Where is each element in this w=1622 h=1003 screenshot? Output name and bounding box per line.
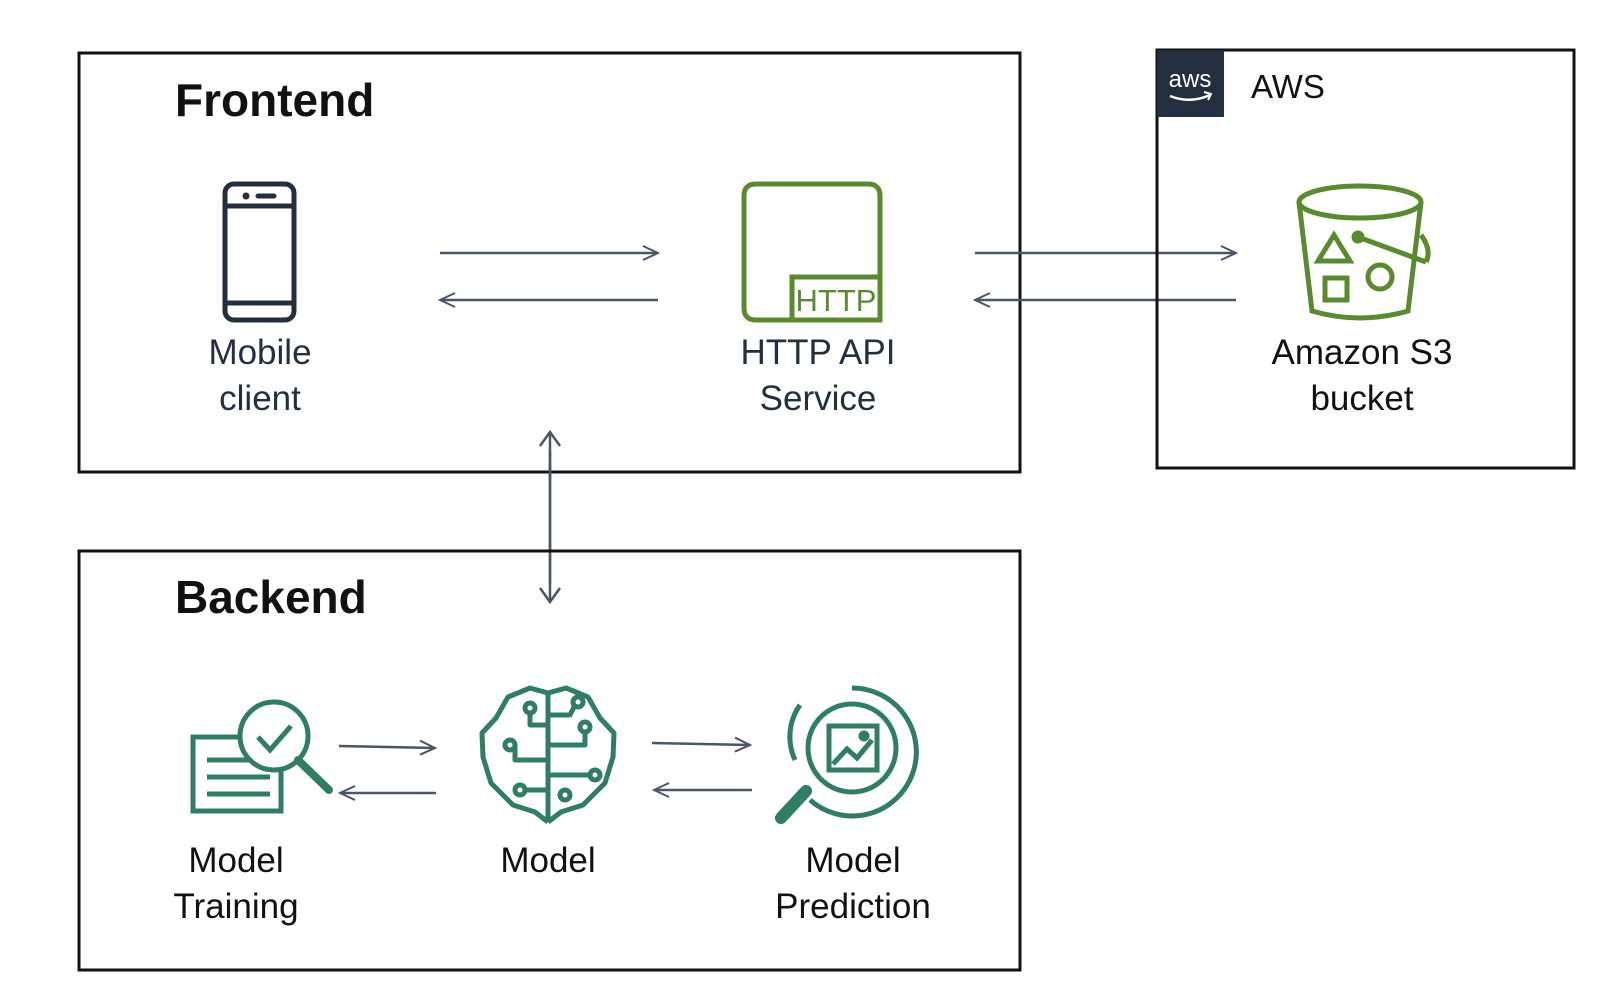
frontend-group: Frontend Mobile client HTTP HTTP API: [77, 51, 1022, 474]
image-search-icon: [775, 685, 919, 824]
brain-circuit-icon: [479, 685, 617, 824]
backend-box: [77, 549, 1022, 972]
frontend-title: Frontend: [175, 74, 374, 126]
aws-group: aws AWS Amazon S3 bucket: [1155, 48, 1576, 470]
aws-smile-icon: [1169, 93, 1211, 101]
mobile-client: Mobile client: [208, 181, 312, 418]
http-badge-text: HTTP: [796, 283, 877, 318]
model-prediction-label-line2: Prediction: [775, 887, 931, 926]
http-api-service: HTTP HTTP API Service: [741, 181, 896, 418]
model-training-label-line1: Model: [188, 841, 283, 880]
http-api-icon: HTTP: [741, 181, 883, 323]
s3-label-line2: bucket: [1310, 379, 1413, 418]
arrow-frontend-backend: [538, 429, 562, 605]
s3-bucket-icon: [1296, 183, 1431, 321]
aws-box: [1155, 48, 1576, 470]
model-prediction: Model Prediction: [775, 685, 931, 926]
mobile-phone-icon: [222, 181, 297, 323]
model-label: Model: [500, 841, 595, 880]
model-prediction-label-line1: Model: [805, 841, 900, 880]
s3-label-line1: Amazon S3: [1272, 333, 1453, 372]
model-training: Model Training: [173, 699, 333, 926]
mobile-client-label-line2: client: [219, 379, 301, 418]
model-training-label-line2: Training: [173, 887, 298, 926]
arrow-model-to-prediction: [651, 743, 750, 745]
http-api-label-line1: HTTP API: [741, 333, 896, 372]
backend-title: Backend: [175, 571, 367, 623]
model: Model: [479, 685, 617, 880]
mobile-client-label-line1: Mobile: [208, 333, 311, 372]
amazon-s3-bucket: Amazon S3 bucket: [1272, 183, 1453, 418]
backend-group: Backend Model Training: [77, 549, 1022, 972]
aws-title: AWS: [1251, 68, 1325, 105]
http-api-label-line2: Service: [760, 379, 877, 418]
arrow-training-to-model: [338, 746, 435, 748]
model-training-icon: [190, 699, 333, 814]
aws-logo-text: aws: [1169, 66, 1212, 93]
aws-logo: aws: [1157, 50, 1224, 117]
